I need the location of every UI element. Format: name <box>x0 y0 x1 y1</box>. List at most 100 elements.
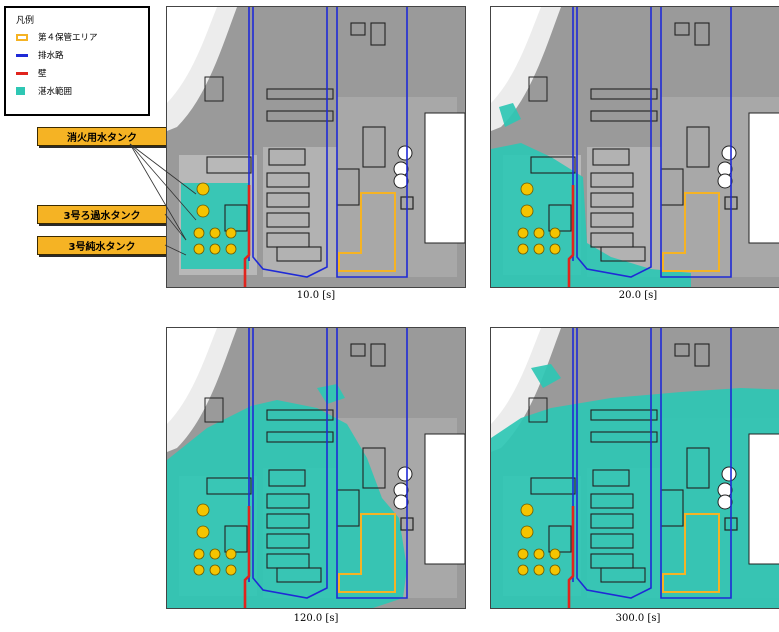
structure <box>694 22 710 46</box>
water-tank <box>517 564 529 576</box>
structure <box>600 567 646 583</box>
cylinder <box>393 494 409 510</box>
structure <box>530 477 576 495</box>
map-panel-120s <box>166 327 466 609</box>
wall <box>243 506 251 608</box>
flood-map-120s <box>167 328 465 608</box>
structure <box>592 469 630 487</box>
map-panel-20s <box>490 6 779 288</box>
legend-item-storage-area: 第４保管エリア <box>16 30 98 44</box>
drain-channel <box>660 7 732 278</box>
structure <box>204 397 224 423</box>
wall <box>243 185 251 287</box>
map-panel-10s <box>166 6 466 288</box>
structure <box>590 110 658 122</box>
structure <box>350 343 366 357</box>
structure <box>590 212 634 228</box>
flood-swatch <box>16 87 25 95</box>
cylinder <box>717 173 733 189</box>
drain-channel <box>252 7 328 278</box>
structure <box>590 172 634 188</box>
sea <box>167 328 217 424</box>
structure <box>590 88 658 100</box>
cylinder <box>397 466 413 482</box>
drain-channel <box>252 328 328 599</box>
flood-area <box>491 388 779 608</box>
wall <box>567 185 575 287</box>
drain-channel <box>660 328 732 599</box>
structure <box>362 126 386 168</box>
storage-area <box>338 192 396 272</box>
water-tank <box>533 564 545 576</box>
time-label-20s: 20.0 [s] <box>618 290 658 301</box>
callout-filtered-water-tank: 3号ろ過水タンク <box>37 205 167 224</box>
callout-pure-water-tank: 3号純水タンク <box>37 236 167 255</box>
structure <box>590 493 634 509</box>
water-tank <box>549 564 561 576</box>
drain-channel <box>336 7 408 278</box>
legend-label: 湛水範囲 <box>38 87 73 97</box>
structure <box>592 148 630 166</box>
structure <box>276 567 322 583</box>
water-tank <box>209 243 221 255</box>
drain-swatch <box>16 53 28 57</box>
structure <box>590 192 634 208</box>
time-label-120s: 120.0 [s] <box>293 613 339 624</box>
structure <box>266 172 310 188</box>
structure <box>686 447 710 489</box>
water-tank <box>517 548 529 560</box>
structure <box>590 431 658 443</box>
legend-item-flood: 湛水範囲 <box>16 84 72 98</box>
water-tank <box>549 548 561 560</box>
sea <box>491 328 541 424</box>
legend-title: 凡例 <box>16 16 35 26</box>
white-building <box>748 112 779 244</box>
water-tank <box>520 182 534 196</box>
sea <box>491 7 541 103</box>
time-label-300s: 300.0 [s] <box>615 613 661 624</box>
structure <box>590 409 658 421</box>
legend: 凡例 第４保管エリア 排水路 壁 湛水範囲 <box>4 6 150 116</box>
water-tank <box>533 227 545 239</box>
water-tank <box>520 525 534 539</box>
drain-channel <box>336 328 408 599</box>
legend-label: 排水路 <box>38 51 64 61</box>
structure <box>528 76 548 102</box>
flood-map-20s <box>491 7 779 287</box>
cylinder <box>721 145 737 161</box>
structure <box>350 22 366 36</box>
structure <box>362 447 386 489</box>
water-tank <box>196 182 210 196</box>
water-tank <box>533 548 545 560</box>
water-tank <box>193 564 205 576</box>
white-building <box>424 433 465 565</box>
legend-item-wall: 壁 <box>16 66 47 80</box>
map-panel-300s <box>490 327 779 609</box>
callout-fire-water-tank: 消火用水タンク <box>37 127 167 146</box>
water-tank <box>225 243 237 255</box>
structure <box>266 533 310 549</box>
structure <box>268 469 306 487</box>
legend-label: 壁 <box>38 69 47 79</box>
structure <box>204 76 224 102</box>
cylinder <box>717 494 733 510</box>
structure <box>590 533 634 549</box>
flood-map-300s <box>491 328 779 608</box>
structure <box>590 513 634 529</box>
legend-item-drain: 排水路 <box>16 48 64 62</box>
water-tank <box>520 204 534 218</box>
water-tank <box>533 243 545 255</box>
structure <box>276 246 322 262</box>
flood-map-10s <box>167 7 465 287</box>
structure <box>686 126 710 168</box>
structure <box>674 343 690 357</box>
structure <box>530 156 576 174</box>
structure <box>266 513 310 529</box>
structure <box>266 493 310 509</box>
white-building <box>424 112 465 244</box>
structure <box>600 246 646 262</box>
wall-swatch <box>16 71 28 75</box>
water-tank <box>196 204 210 218</box>
water-tank <box>196 525 210 539</box>
structure <box>370 22 386 46</box>
